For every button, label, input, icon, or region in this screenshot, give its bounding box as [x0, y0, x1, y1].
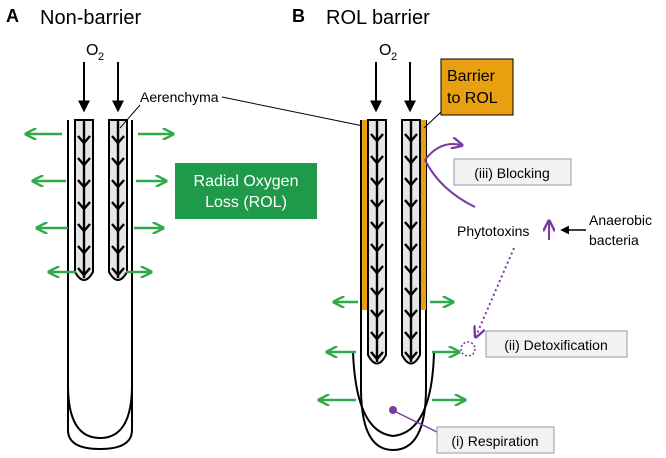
rol-label-box: Radial Oxygen Loss (ROL): [175, 163, 317, 219]
aerenchyma-leader-a: [119, 104, 141, 129]
panel-a-oxygen-label: O 2: [86, 42, 104, 63]
oxygen-symbol-b: O: [379, 42, 391, 59]
respiration-dot: [389, 406, 397, 414]
panel-b-title: ROL barrier: [326, 7, 430, 29]
rol-arrows-a: [27, 134, 172, 272]
rol-label-line1: Radial Oxygen: [194, 173, 299, 190]
oxygen-symbol: O: [86, 42, 98, 59]
oxygen-subscript-b: 2: [391, 51, 397, 63]
aerenchyma-leader-b: [221, 96, 369, 128]
panel-b-oxygen-label: O 2: [379, 42, 397, 63]
aerenchyma-channels-a: [74, 119, 128, 281]
barrier-leader: [423, 111, 442, 129]
panel-b-letter: B: [292, 6, 305, 26]
aerenchyma-channels-b: [367, 119, 421, 365]
panel-a-letter: A: [6, 6, 19, 26]
detox-dotted-circle: [460, 341, 476, 357]
respiration-leader: [395, 411, 438, 433]
detox-label-box: (ii) Detoxification: [485, 330, 628, 358]
rol-label-line2: Loss (ROL): [205, 194, 287, 211]
oxygen-subscript: 2: [98, 51, 104, 63]
blocking-curve: [424, 159, 476, 208]
rol-barrier-b: [362, 120, 426, 310]
respiration-label-box: (i) Respiration: [436, 426, 555, 454]
blocking-arrow: [424, 144, 461, 161]
root-outline-b: [352, 120, 435, 452]
detox-dotted-arrow: [476, 247, 515, 336]
panel-a-title: Non-barrier: [40, 7, 141, 29]
barrier-label-line2: to ROL: [447, 90, 498, 107]
respiration-label: (i) Respiration: [451, 433, 538, 449]
barrier-label-line1: Barrier: [447, 68, 496, 85]
anaerobic-label-line1: Anaerobic: [589, 212, 652, 228]
rol-arrows-b: [320, 302, 464, 400]
root-outline-a: [67, 120, 133, 451]
aerenchyma-label: Aerenchyma: [140, 89, 219, 105]
phytotoxins-label: Phytotoxins: [457, 223, 529, 239]
blocking-label: (iii) Blocking: [474, 165, 549, 181]
anaerobic-label-line2: bacteria: [589, 232, 639, 248]
blocking-label-box: (iii) Blocking: [453, 158, 572, 186]
detox-label: (ii) Detoxification: [504, 337, 607, 353]
barrier-label-box: Barrier to ROL: [440, 58, 514, 116]
panel-a: A Non-barrier O 2: [6, 6, 369, 451]
panel-b: B ROL barrier O 2: [292, 6, 652, 454]
